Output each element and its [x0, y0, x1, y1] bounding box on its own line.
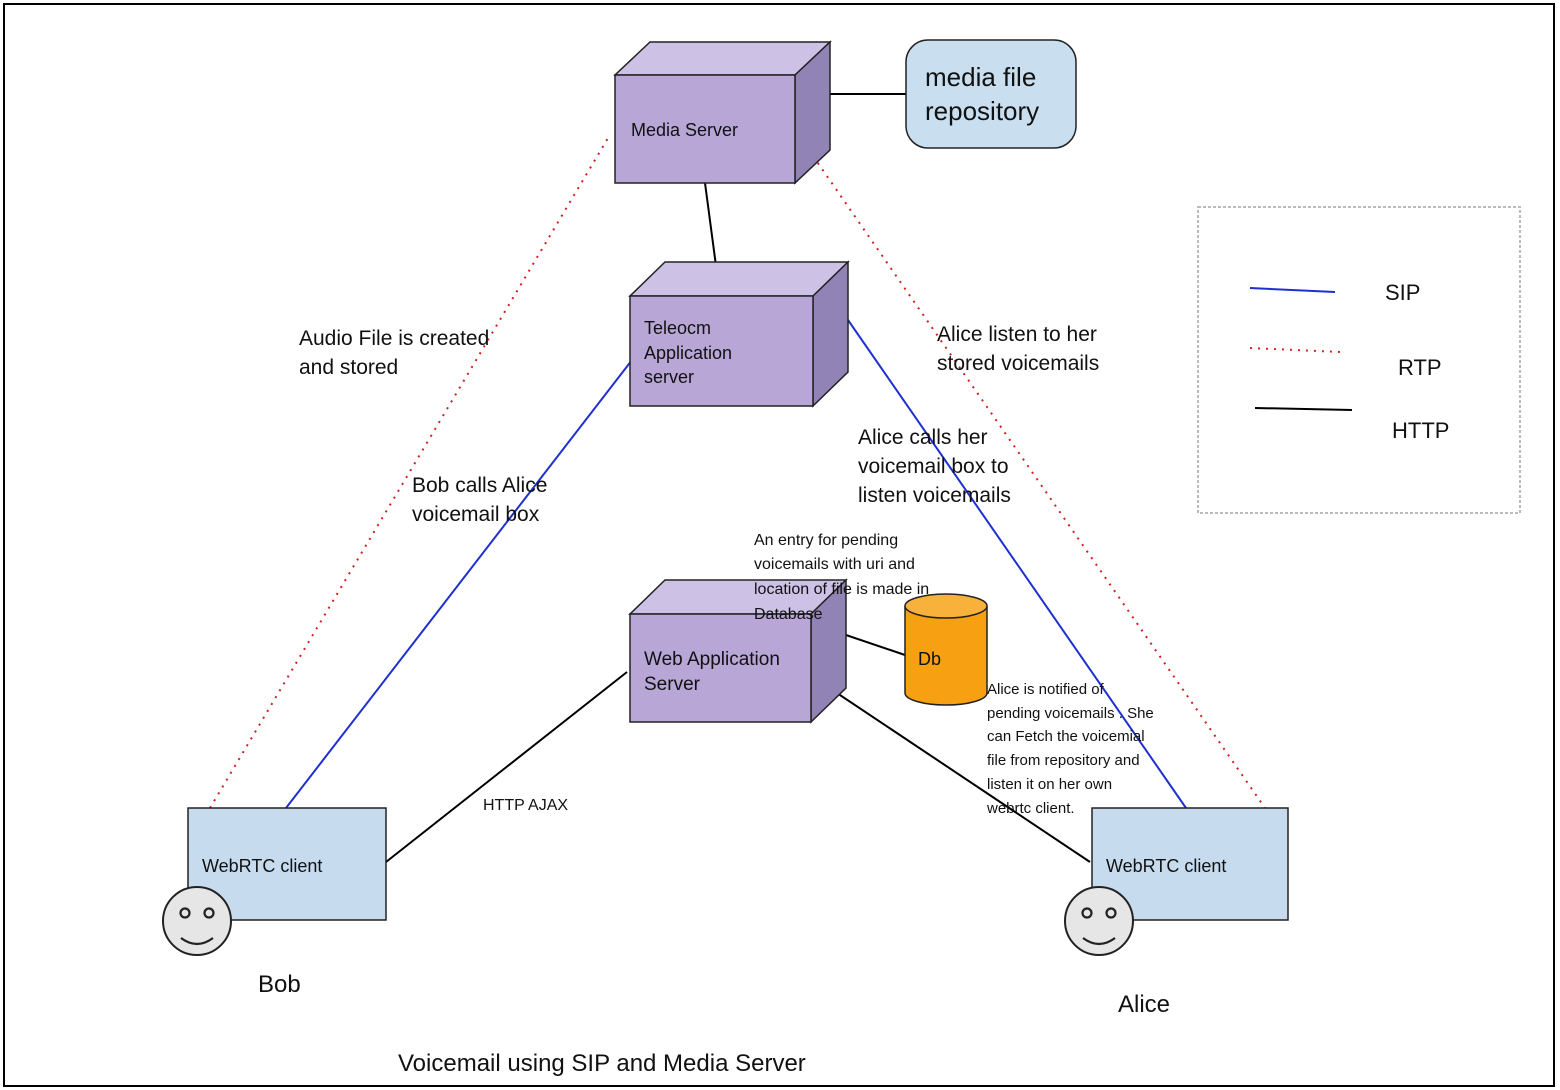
- audio-file-note: Audio File is created and stored: [299, 327, 495, 379]
- rtp-line-bob-media: [209, 137, 609, 809]
- alice-calls-line-2: voicemail box to: [858, 455, 1009, 478]
- legend: SIP RTP HTTP: [1197, 206, 1521, 514]
- media-server-node: Media Server: [613, 40, 832, 185]
- web-app-server-label: Web Application Server: [644, 649, 785, 695]
- legend-http-label: HTTP: [1392, 418, 1449, 443]
- diagram-frame: [3, 3, 1555, 1087]
- db-entry-line-1: An entry for pending: [754, 532, 898, 549]
- media-server-label: Media Server: [631, 120, 738, 140]
- alice-listen-line-2: stored voicemails: [937, 352, 1099, 375]
- audio-file-line-1: Audio File is created: [299, 327, 489, 350]
- bob-calls-note: Bob calls Alice voicemail box: [412, 474, 553, 526]
- telecom-label-line-2: Application: [644, 343, 732, 363]
- bob-calls-line-1: Bob calls Alice: [412, 474, 547, 497]
- http-line-web-db: [845, 634, 906, 656]
- media-repo-line-1: media file: [925, 62, 1036, 92]
- sip-line-telecom-alice: [847, 319, 1187, 809]
- alice-notified-line-1: Alice is notified of: [987, 681, 1105, 698]
- diagram-title: Voicemail using SIP and Media Server: [398, 1050, 806, 1077]
- media-repo-label: media file repository: [925, 62, 1044, 126]
- alice-calls-note: Alice calls her voicemail box to listen …: [858, 426, 1014, 507]
- media-repo-node: media file repository: [905, 39, 1077, 149]
- alice-notified-line-4: file from repository and: [987, 752, 1140, 769]
- telecom-label-line-3: server: [644, 367, 694, 387]
- alice-calls-line-1: Alice calls her: [858, 426, 988, 449]
- rtp-line-media-alice: [794, 129, 1266, 809]
- web-app-label-line-1: Web Application: [644, 649, 780, 670]
- alice-notified-line-3: can Fetch the voicemial: [987, 728, 1145, 745]
- bob-smiley-icon: [162, 886, 232, 956]
- legend-sip-swatch: [1249, 287, 1336, 293]
- bob-calls-line-2: voicemail box: [412, 503, 540, 526]
- sip-line-bob-telecom: [285, 359, 633, 809]
- legend-rtp-label: RTP: [1398, 355, 1442, 380]
- db-label: Db: [918, 649, 941, 669]
- legend-http-swatch: [1254, 407, 1353, 411]
- telecom-app-server-label: Teleocm Application server: [644, 318, 737, 387]
- http-line-web-alice: [809, 674, 1091, 863]
- http-ajax-label: HTTP AJAX: [483, 797, 568, 814]
- db-node: Db: [904, 593, 988, 706]
- legend-sip-label: SIP: [1385, 280, 1420, 305]
- audio-file-line-2: and stored: [299, 356, 398, 379]
- http-line-bob-web: [385, 671, 628, 863]
- db-entry-note: An entry for pending voicemails with uri…: [754, 532, 934, 623]
- alice-listen-note: Alice listen to her stored voicemails: [937, 323, 1103, 375]
- media-repo-line-2: repository: [925, 96, 1039, 126]
- alice-smiley-icon: [1064, 886, 1134, 956]
- alice-client-label: WebRTC client: [1106, 856, 1226, 876]
- db-entry-line-2: voicemails with uri and: [754, 556, 915, 573]
- alice-notified-line-2: pending voicemails . She: [987, 705, 1154, 722]
- alice-notified-line-6: webrtc client.: [986, 800, 1075, 817]
- telecom-label-line-1: Teleocm: [644, 318, 711, 338]
- alice-notified-line-5: listen it on her own: [987, 776, 1112, 793]
- db-entry-line-3: location of file is made in: [754, 581, 929, 598]
- alice-calls-line-3: listen voicemails: [858, 484, 1011, 507]
- web-app-label-line-2: Server: [644, 674, 701, 695]
- telecom-app-server-node: Teleocm Application server: [628, 260, 850, 408]
- bob-name: Bob: [258, 971, 301, 998]
- connections: [209, 93, 1266, 863]
- db-entry-line-4: Database: [754, 606, 823, 623]
- bob-client-label: WebRTC client: [202, 856, 322, 876]
- web-app-server-node: Web Application Server: [628, 578, 848, 724]
- alice-name: Alice: [1118, 991, 1170, 1018]
- alice-listen-line-1: Alice listen to her: [937, 323, 1097, 346]
- alice-notified-note: Alice is notified of pending voicemails …: [986, 681, 1158, 817]
